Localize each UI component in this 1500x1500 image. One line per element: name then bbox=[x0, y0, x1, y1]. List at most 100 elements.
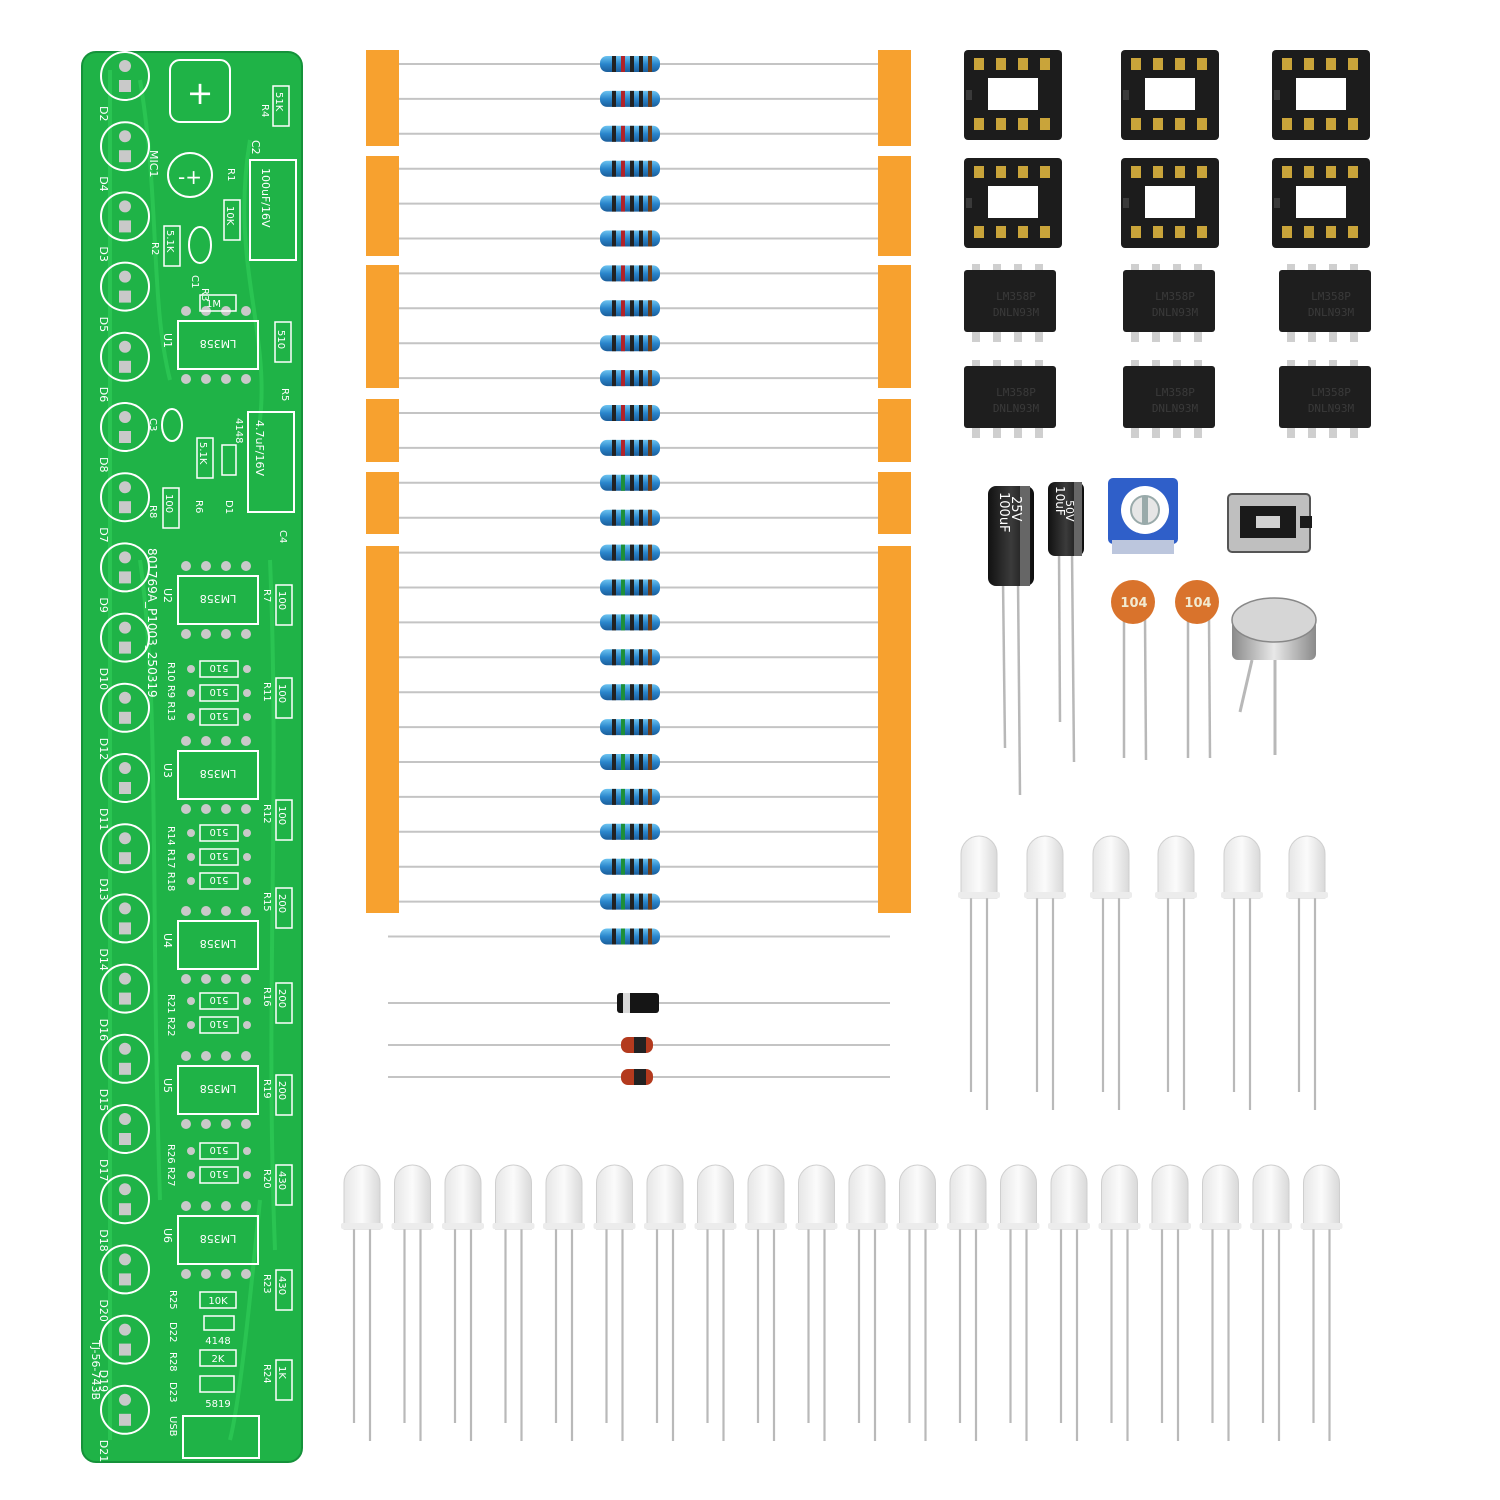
resistor-band bbox=[639, 858, 643, 875]
resistor-band bbox=[648, 684, 652, 701]
led-body bbox=[343, 1164, 381, 1230]
solder-pad bbox=[119, 972, 131, 985]
socket-pin bbox=[1040, 118, 1050, 130]
d22-label: D22 bbox=[167, 1322, 178, 1342]
socket-pin bbox=[974, 166, 984, 178]
r28-label: R28 bbox=[167, 1352, 178, 1372]
electrolytic-capacitor-small: 10uF 50V bbox=[1048, 482, 1084, 763]
resistor-band bbox=[612, 474, 616, 491]
led-rim bbox=[1221, 892, 1263, 898]
solder-pad bbox=[181, 374, 191, 384]
resistor-band bbox=[612, 405, 616, 421]
chip-pin bbox=[1287, 360, 1295, 370]
socket-pin bbox=[1175, 226, 1185, 238]
socket-pin bbox=[1131, 226, 1141, 238]
resistor-band bbox=[639, 405, 643, 421]
r2-label: R2 bbox=[149, 242, 160, 255]
solder-pad bbox=[243, 665, 251, 673]
chip-outline bbox=[177, 920, 259, 970]
led-rim bbox=[1048, 1223, 1090, 1229]
solder-pad bbox=[119, 411, 131, 423]
led bbox=[341, 1164, 383, 1441]
socket-pin bbox=[1153, 226, 1163, 238]
led bbox=[543, 1164, 585, 1441]
resistor-band bbox=[639, 160, 643, 177]
c2-label: C2 bbox=[249, 140, 262, 155]
chip-pin bbox=[1014, 360, 1022, 370]
resistor-band bbox=[612, 893, 616, 910]
resistor-band bbox=[612, 300, 616, 317]
resistor-band bbox=[621, 230, 625, 247]
resistor-band bbox=[630, 544, 634, 561]
group-resistor-outline bbox=[199, 684, 239, 702]
solder-pad bbox=[119, 431, 131, 443]
resistor-band bbox=[621, 405, 625, 421]
resistor-band bbox=[630, 474, 634, 491]
board-code: 801769A_P1003_250319 bbox=[145, 548, 159, 698]
resistor-band bbox=[621, 788, 625, 805]
solder-pad bbox=[119, 1042, 131, 1055]
chip-pin bbox=[1329, 360, 1337, 370]
led-rim bbox=[391, 1223, 434, 1229]
resistor-band bbox=[648, 544, 652, 561]
solder-pad bbox=[201, 974, 211, 984]
chip-pin bbox=[1329, 264, 1337, 274]
r5-value: 510 bbox=[275, 330, 286, 349]
solder-pad bbox=[241, 1051, 251, 1061]
chip-silk-label: LM358 bbox=[200, 592, 237, 605]
resistor-band bbox=[648, 509, 652, 526]
resistor bbox=[399, 579, 878, 596]
socket-pin bbox=[1153, 58, 1163, 70]
led-rim bbox=[846, 1223, 888, 1229]
resistor bbox=[388, 928, 890, 945]
led-rim bbox=[694, 1223, 737, 1229]
resistor-band bbox=[612, 509, 616, 526]
chip-ref-label: U3 bbox=[161, 763, 174, 778]
led-ref-label: D7 bbox=[97, 527, 110, 542]
chip-ref-label: U1 bbox=[161, 333, 174, 348]
side-resistor-outline bbox=[275, 1359, 293, 1401]
solder-pad bbox=[119, 762, 131, 774]
resistor bbox=[399, 509, 878, 526]
led bbox=[391, 1164, 434, 1441]
chip-pin bbox=[1329, 330, 1337, 342]
resistor-band bbox=[612, 160, 616, 177]
resistor-band bbox=[612, 614, 616, 631]
solder-pad bbox=[181, 1269, 191, 1279]
diode-band bbox=[634, 1069, 646, 1085]
chip-ref-label: U5 bbox=[161, 1078, 174, 1093]
led-body bbox=[1026, 835, 1064, 899]
resistor-band bbox=[639, 544, 643, 561]
svg-text:-+: -+ bbox=[178, 165, 202, 189]
side-resistor-outline bbox=[275, 584, 293, 626]
solder-pad bbox=[119, 902, 131, 915]
led-ref-label: D19 bbox=[97, 1370, 110, 1392]
chip-pin bbox=[1035, 330, 1043, 342]
chip-pin bbox=[1131, 264, 1139, 274]
solder-pad bbox=[181, 1201, 191, 1211]
led-ref-label: D17 bbox=[97, 1159, 110, 1181]
solder-pad bbox=[119, 992, 131, 1005]
resistor-band bbox=[621, 614, 625, 631]
dip8-socket bbox=[1121, 158, 1219, 248]
led-footprint bbox=[100, 893, 150, 944]
resistor-band bbox=[648, 754, 652, 770]
led-ref-label: D18 bbox=[97, 1229, 110, 1251]
led-footprint bbox=[100, 753, 150, 803]
solder-pad bbox=[221, 629, 231, 639]
resistor-band bbox=[639, 614, 643, 631]
r25-value: 10K bbox=[208, 1296, 228, 1307]
socket-pin bbox=[1040, 226, 1050, 238]
group-resistor-value: 510 bbox=[209, 850, 228, 861]
resistor-band bbox=[639, 823, 643, 840]
chip-body bbox=[1279, 270, 1371, 332]
solder-pad bbox=[119, 782, 131, 794]
solder-pad bbox=[119, 711, 131, 724]
solder-pad bbox=[119, 1183, 131, 1196]
diode-band bbox=[634, 1037, 646, 1053]
resistor bbox=[399, 335, 878, 352]
resistor-band bbox=[630, 579, 634, 596]
resistor bbox=[399, 439, 878, 456]
r8-value: 100 bbox=[163, 494, 174, 513]
dip8-socket bbox=[1121, 50, 1219, 140]
